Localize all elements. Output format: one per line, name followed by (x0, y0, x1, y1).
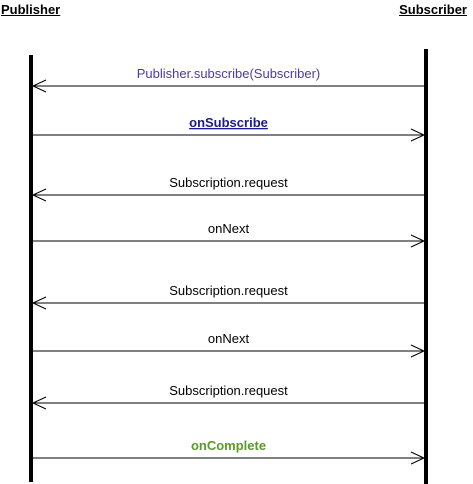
message-label: onNext (208, 221, 250, 236)
message-1-publisher-subscribe-subscriber: Publisher.subscribe(Subscriber) (31, 66, 424, 93)
message-8-oncomplete: onComplete (33, 438, 426, 465)
message-label: Subscription.request (169, 175, 288, 190)
arrowhead-icon (410, 344, 426, 358)
message-6-onnext: onNext (33, 331, 426, 358)
arrowhead-icon (410, 234, 426, 248)
message-label: Subscription.request (169, 283, 288, 298)
message-label: onComplete (191, 438, 266, 453)
message-label: Subscription.request (169, 383, 288, 398)
arrowhead-icon (31, 188, 47, 202)
arrowhead-icon (31, 296, 47, 310)
message-4-onnext: onNext (33, 221, 426, 248)
arrowhead-icon (31, 79, 47, 93)
arrowhead-icon (410, 451, 426, 465)
message-3-subscription-request: Subscription.request (31, 175, 424, 202)
message-label: Publisher.subscribe(Subscriber) (137, 66, 321, 81)
arrowhead-icon (31, 396, 47, 410)
message-label: onSubscribe (189, 115, 268, 130)
publisher-participant-label: Publisher (1, 2, 61, 17)
messages-layer: Publisher.subscribe(Subscriber) onSubscri… (31, 66, 426, 465)
message-label: onNext (208, 331, 250, 346)
subscriber-participant-label: Subscriber (399, 2, 467, 17)
message-7-subscription-request: Subscription.request (31, 383, 424, 410)
arrowhead-icon (410, 128, 426, 142)
message-5-subscription-request: Subscription.request (31, 283, 424, 310)
message-2-onsubscribe: onSubscribe (33, 115, 426, 142)
